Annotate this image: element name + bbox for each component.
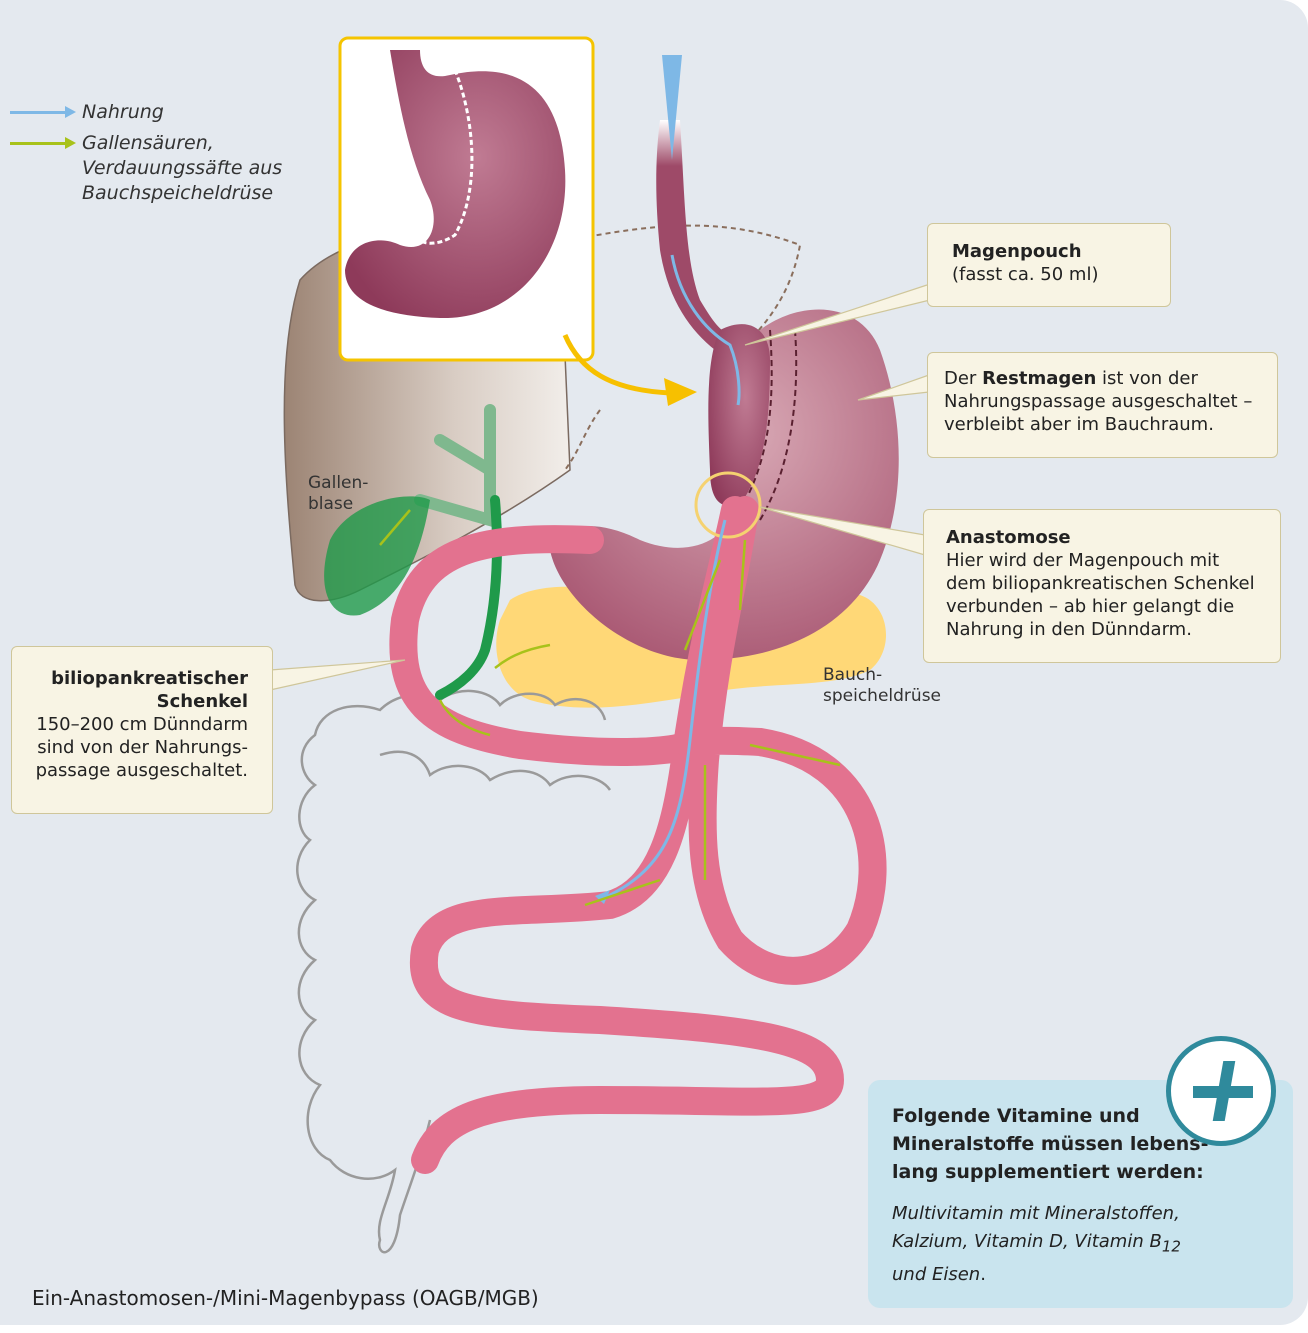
limb-line1: 150–200 cm Dünndarm [36,714,248,735]
esophagus [656,120,730,350]
anastomosis-title: Anastomose [946,527,1071,548]
legend-food: Nahrung [10,100,300,125]
remnant-callout: Der Restmagen ist von der Nahrungspassag… [927,352,1278,458]
gallbladder-label-2: blase [308,494,353,514]
remnant-bold: Restmagen [982,368,1096,389]
legend-bile-label-1: Gallensäuren, [82,132,214,154]
figure-caption: Ein-Anastomosen-/Mini-Magenbypass (OAGB/… [32,1286,539,1310]
pouch-title: Magenpouch [952,241,1082,262]
gallbladder-label-1: Gallen- [308,473,368,493]
legend: Nahrung Gallensäuren, Verdauungssäfte au… [10,100,300,210]
supplement-body-end: . [980,1264,986,1285]
anastomosis-callout: Anastomose Hier wird der Magenpouch mit … [923,509,1281,663]
limb-callout-pointer [270,660,405,690]
anastomosis-line2: dem biliopankreatischen Schenkel [946,573,1255,594]
supplement-head-3: lang supplementiert werden: [892,1161,1204,1183]
supplement-body-sub: 12 [1162,1238,1181,1256]
legend-bile-label-3: Bauchspeicheldrüse [82,182,273,204]
limb-callout: biliopankreatischer Schenkel 150–200 cm … [11,646,273,814]
pancreas-label: Bauch- speicheldrüse [823,665,941,707]
supplement-head-2: Mineralstoffe müssen lebens- [892,1133,1208,1155]
limb-line3: passage ausgeschaltet. [36,760,248,781]
limb-line2: sind von der Nahrungs- [37,737,248,758]
gallbladder-label: Gallen- blase [308,473,368,515]
anastomosis-line4: Nahrung in den Dünndarm. [946,619,1192,640]
remnant-post: ist von der [1096,368,1198,389]
plus-icon [1166,1036,1276,1146]
supplement-body: Multivitamin mit Mineralstoffen, Kalzium… [892,1200,1212,1289]
remnant-line3: verbleibt aber im Bauchraum. [944,414,1214,435]
limb-title-1: biliopankreatischer [51,668,248,689]
anastomosis-line3: verbunden – ab hier gelangt die [946,596,1234,617]
pouch-text: (fasst ca. 50 ml) [952,264,1098,285]
legend-bile-label-2: Verdauungssäfte aus [82,157,282,179]
remnant-line2: Nahrungspassage ausgeschaltet – [944,391,1252,412]
pancreas-label-2: speicheldrüse [823,686,941,706]
pancreas-label-1: Bauch- [823,665,882,685]
remnant-pre: Der [944,368,982,389]
supplement-head-1: Folgende Vitamine und [892,1105,1140,1127]
anastomosis-line1: Hier wird der Magenpouch mit [946,550,1219,571]
limb-title-2: Schenkel [157,691,248,712]
supplement-body-1: Multivitamin mit Mineralstoffen, [892,1203,1180,1224]
legend-bile: Gallensäuren, Verdauungssäfte aus Bauchs… [10,131,300,206]
inset-to-pouch-arrowhead [664,378,697,406]
legend-food-label: Nahrung [82,101,164,123]
food-arrow-icon [10,111,70,114]
supplement-body-2: Kalzium, Vitamin D, Vitamin B [892,1231,1162,1252]
supplement-body-3: und Eisen [892,1264,980,1285]
bile-arrow-icon [10,142,70,145]
pouch-callout: Magenpouch (fasst ca. 50 ml) [927,223,1171,307]
